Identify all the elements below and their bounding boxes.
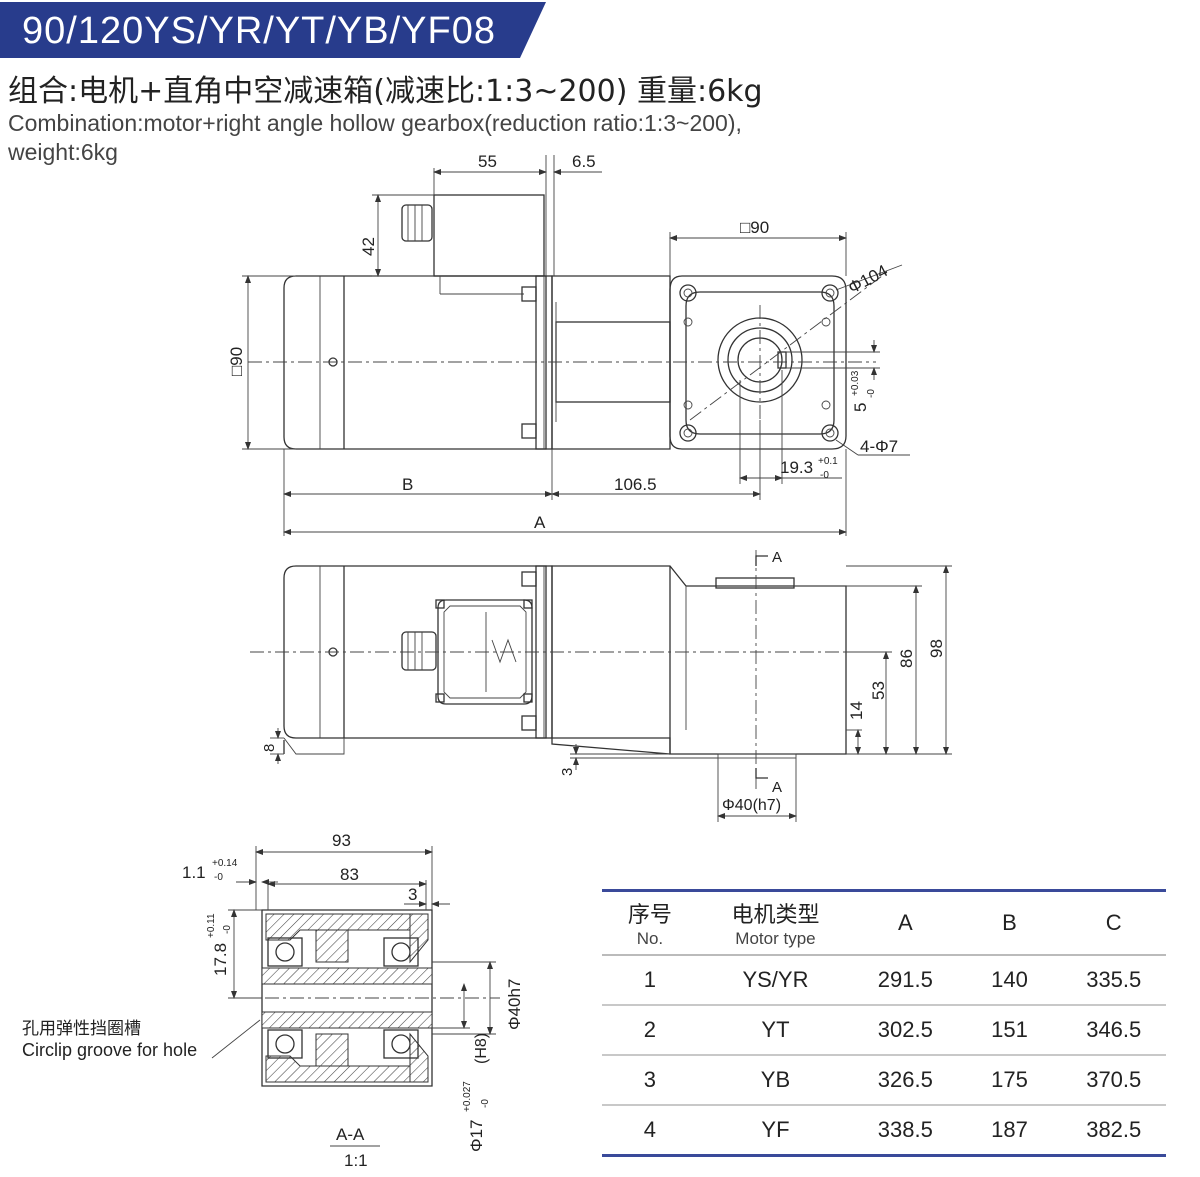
spec-table: 序号 No. 电机类型 Motor type A B C 1 YS/YR 291… — [602, 889, 1166, 1157]
cell-a: 291.5 — [853, 956, 958, 1006]
cell-c: 346.5 — [1061, 1006, 1166, 1056]
cell-no: 4 — [602, 1106, 698, 1157]
dim-phi40h7: Φ40h7 — [505, 979, 524, 1030]
dim-55: 55 — [478, 152, 497, 171]
dim-1-1: 1.1 — [182, 863, 206, 882]
cell-no: 2 — [602, 1006, 698, 1056]
dim-42: 42 — [359, 237, 378, 256]
cell-c: 370.5 — [1061, 1056, 1166, 1106]
cell-a: 302.5 — [853, 1006, 958, 1056]
cell-b: 151 — [957, 1006, 1062, 1056]
dim-key-tol-lower: -0 — [866, 389, 877, 398]
header-b: B — [957, 889, 1062, 956]
cell-b: 175 — [957, 1056, 1062, 1106]
dim-3-section: 3 — [408, 885, 417, 904]
dim-19-3-tol-lower: -0 — [820, 470, 829, 481]
dim-1-1-tol-lower: -0 — [214, 872, 223, 883]
cell-type: YS/YR — [697, 956, 854, 1006]
title-banner — [0, 2, 546, 58]
dim-phi104: Φ104 — [845, 261, 891, 297]
header-c: C — [1061, 889, 1166, 956]
dim-phi40: Φ40(h7) — [722, 797, 781, 814]
dim-14: 14 — [847, 701, 866, 720]
circlip-label-en: Circlip groove for hole — [22, 1040, 197, 1060]
dim-holes: 4-Φ7 — [860, 437, 898, 456]
cell-no: 1 — [602, 956, 698, 1006]
dim-86: 86 — [897, 649, 916, 668]
cell-a: 338.5 — [853, 1106, 958, 1157]
header-type-cn: 电机类型 — [731, 903, 820, 928]
dim-sq90-top: □90 — [740, 218, 769, 237]
dim-98: 98 — [927, 639, 946, 658]
dim-17-8-tol-lower: -0 — [222, 925, 233, 934]
header-no: 序号 No. — [602, 889, 698, 956]
header-no-en: No. — [636, 929, 664, 948]
dim-sq90-left: □90 — [227, 347, 246, 376]
section-mark-top: A — [772, 549, 782, 566]
dim-phi17-tol-lower: -0 — [480, 1099, 491, 1108]
dim-19-3: 19.3 — [780, 458, 813, 477]
dim-19-3-tol-upper: +0.1 — [818, 456, 838, 467]
dim-B: B — [402, 475, 413, 494]
dim-83: 83 — [340, 865, 359, 884]
dim-3-side: 3 — [559, 768, 576, 776]
table-row: 1 YS/YR 291.5 140 335.5 — [602, 956, 1166, 1006]
cell-no: 3 — [602, 1056, 698, 1106]
subtitle-chinese: 组合:电机+直角中空减速箱(减速比:1:3~200) 重量:6kg — [8, 74, 763, 109]
cell-b: 187 — [957, 1106, 1062, 1157]
dim-1-1-tol-upper: +0.14 — [212, 858, 238, 869]
dim-h8: (H8) — [473, 1033, 490, 1064]
dim-6-5: 6.5 — [572, 152, 596, 171]
dim-106-5: 106.5 — [614, 475, 657, 494]
dim-key-tol-upper: +0.03 — [850, 370, 861, 396]
subtitle-english-line1: Combination:motor+right angle hollow gea… — [8, 110, 742, 136]
cell-c: 335.5 — [1061, 956, 1166, 1006]
subtitle-english-line2: weight:6kg — [8, 139, 118, 165]
dim-8: 8 — [261, 744, 278, 752]
side-view — [250, 550, 952, 822]
table-row: 4 YF 338.5 187 382.5 — [602, 1106, 1166, 1157]
top-view — [242, 155, 910, 536]
cell-type: YT — [697, 1006, 854, 1056]
header-motor-type: 电机类型 Motor type — [697, 889, 854, 956]
page-title: 90/120YS/YR/YT/YB/YF08 — [22, 10, 497, 52]
dim-phi17-tol-upper: +0.027 — [462, 1081, 473, 1112]
dim-phi17: Φ17 — [467, 1120, 486, 1152]
header-a: A — [853, 889, 958, 956]
table-row: 2 YT 302.5 151 346.5 — [602, 1006, 1166, 1056]
cell-b: 140 — [957, 956, 1062, 1006]
dim-17-8-tol-upper: +0.11 — [206, 913, 217, 938]
cell-type: YF — [697, 1106, 854, 1157]
dim-53: 53 — [869, 681, 888, 700]
section-label: A-A — [336, 1125, 365, 1144]
dim-93: 93 — [332, 831, 351, 850]
dim-A: A — [534, 513, 546, 532]
header-no-cn: 序号 — [627, 903, 672, 928]
cell-a: 326.5 — [853, 1056, 958, 1106]
table-row: 3 YB 326.5 175 370.5 — [602, 1056, 1166, 1106]
section-scale: 1:1 — [344, 1151, 368, 1170]
dim-key-width: 5 — [851, 403, 870, 412]
section-mark-bottom: A — [772, 779, 782, 796]
cell-c: 382.5 — [1061, 1106, 1166, 1157]
cell-type: YB — [697, 1056, 854, 1106]
section-view — [211, 846, 500, 1147]
header-type-en: Motor type — [735, 929, 816, 948]
circlip-label-cn: 孔用弹性挡圈槽 — [22, 1019, 141, 1038]
dim-17-8: 17.8 — [211, 943, 230, 976]
